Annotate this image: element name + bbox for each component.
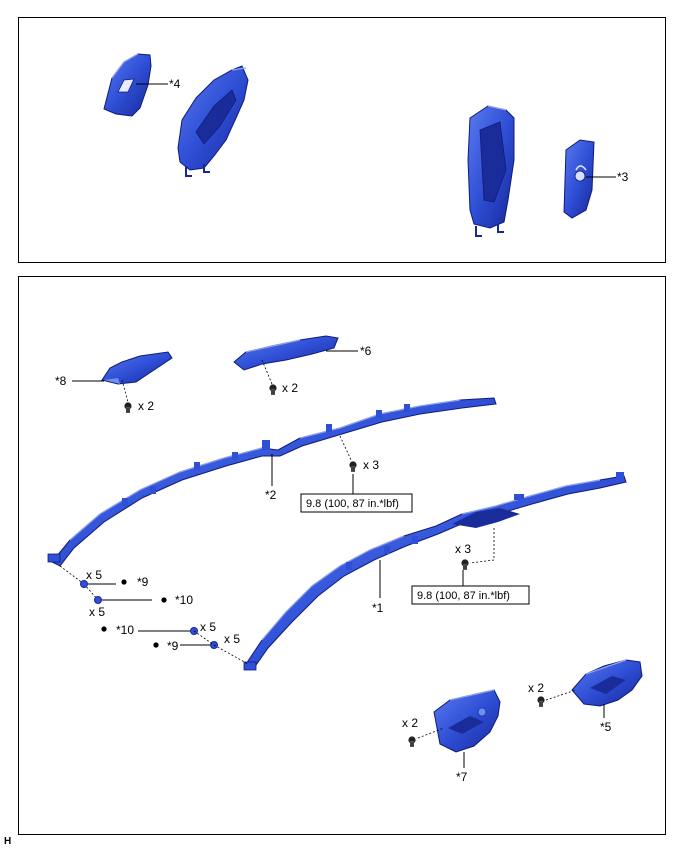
- quantity-right5a: x 5: [200, 620, 216, 634]
- callout-5: *5: [600, 720, 612, 734]
- part-2: [47, 397, 497, 567]
- quantity-part6: x 2: [282, 381, 298, 395]
- quantity-center: x 3: [363, 458, 379, 472]
- callout-6: *6: [360, 344, 372, 358]
- figure-id: H: [4, 836, 12, 847]
- quantity-part7: x 2: [402, 716, 418, 730]
- callout-7: *7: [456, 770, 468, 784]
- quantity-part5: x 2: [528, 681, 544, 695]
- callout-9b: *9: [167, 639, 179, 653]
- part-5: [571, 659, 643, 707]
- torque-box-1: [300, 493, 413, 513]
- torque-text-2: 9.8 (100, 87 in.*lbf): [417, 590, 510, 602]
- part-4: [103, 53, 152, 117]
- quantity-right5b: x 5: [224, 632, 240, 646]
- top-panel: [18, 17, 666, 263]
- callout-9a: *9: [137, 575, 149, 589]
- part-8: [101, 351, 173, 385]
- quantity-right: x 3: [455, 542, 471, 556]
- callout-2: *2: [265, 488, 277, 502]
- part-trim-b: [467, 105, 515, 237]
- quantity-part8: x 2: [138, 399, 154, 413]
- bottom-panel: [18, 276, 666, 835]
- quantity-left5a: x 5: [86, 568, 102, 582]
- part-1: [243, 472, 627, 671]
- part-6: [233, 335, 339, 371]
- torque-text-1: 9.8 (100, 87 in.*lbf): [306, 498, 399, 510]
- callout-4: *4: [169, 77, 181, 91]
- callout-3: *3: [617, 170, 629, 184]
- part-3: [563, 139, 595, 219]
- callout-10a: *10: [175, 593, 193, 607]
- callout-8: *8: [55, 374, 67, 388]
- torque-box-2: [411, 585, 530, 605]
- quantity-left5b: x 5: [89, 605, 105, 619]
- callout-1: *1: [372, 601, 384, 615]
- part-7: [433, 689, 501, 753]
- part-trim-a: [177, 65, 249, 177]
- callout-10b: *10: [116, 623, 134, 637]
